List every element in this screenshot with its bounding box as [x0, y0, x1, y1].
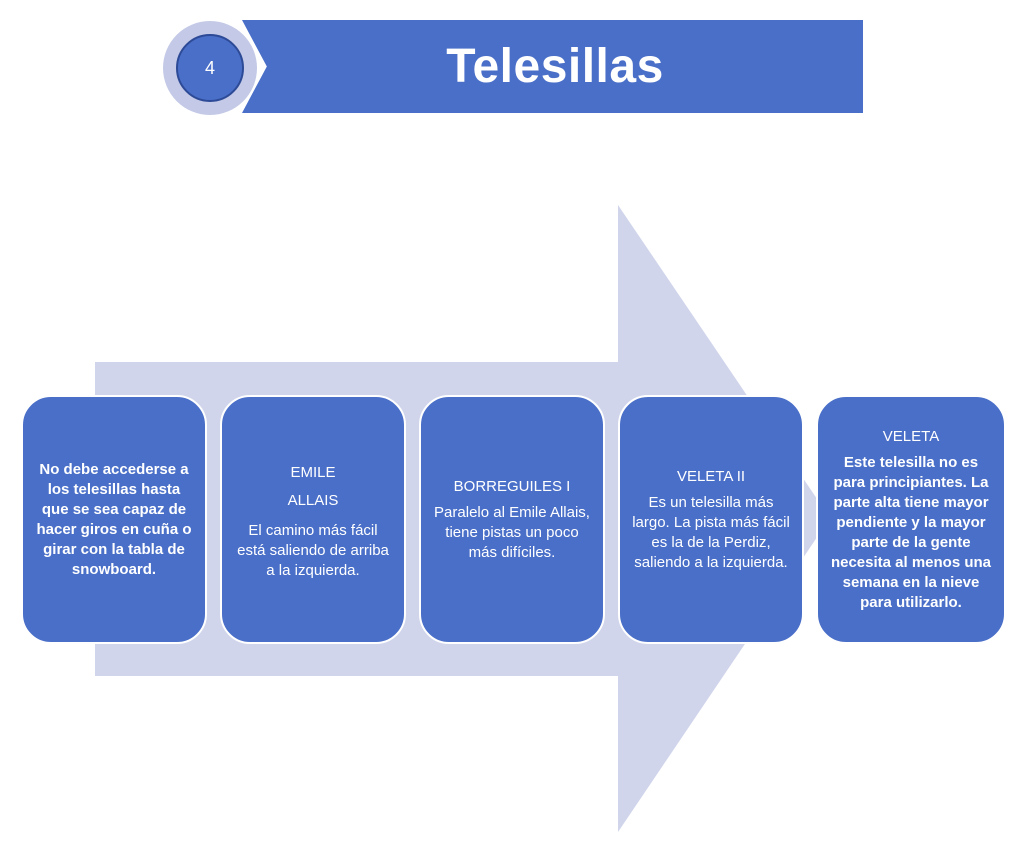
step-box-5: VELETA Este telesilla no es para princip… [816, 395, 1006, 644]
title-banner [242, 20, 863, 113]
step-body-3: Paralelo al Emile Allais, tiene pistas u… [434, 503, 590, 561]
step-body-2: El camino más fácil está saliendo de arr… [237, 521, 389, 579]
step-box-1: No debe accederse a los telesillas hasta… [21, 395, 207, 644]
step-title-5: VELETA [882, 427, 940, 445]
step-box-2: EMILE ALLAIS El camino más fácil está sa… [220, 395, 406, 644]
step-title-3: BORREGUILES I [453, 477, 571, 495]
step-body-4: Es un telesilla más largo. La pista más … [632, 493, 790, 571]
step-box-4: VELETA II Es un telesilla más largo. La … [618, 395, 804, 644]
slide-title: Telesillas [446, 40, 664, 93]
step-title-2: EMILE ALLAIS [287, 463, 339, 509]
step-box-3: BORREGUILES I Paralelo al Emile Allais, … [419, 395, 605, 644]
step-body-1: No debe accederse a los telesillas hasta… [36, 460, 192, 578]
step-title-4: VELETA II [676, 467, 746, 485]
slide-number-badge: 4 [176, 34, 244, 102]
step-body-5: Este telesilla no es para principiantes.… [830, 453, 992, 611]
